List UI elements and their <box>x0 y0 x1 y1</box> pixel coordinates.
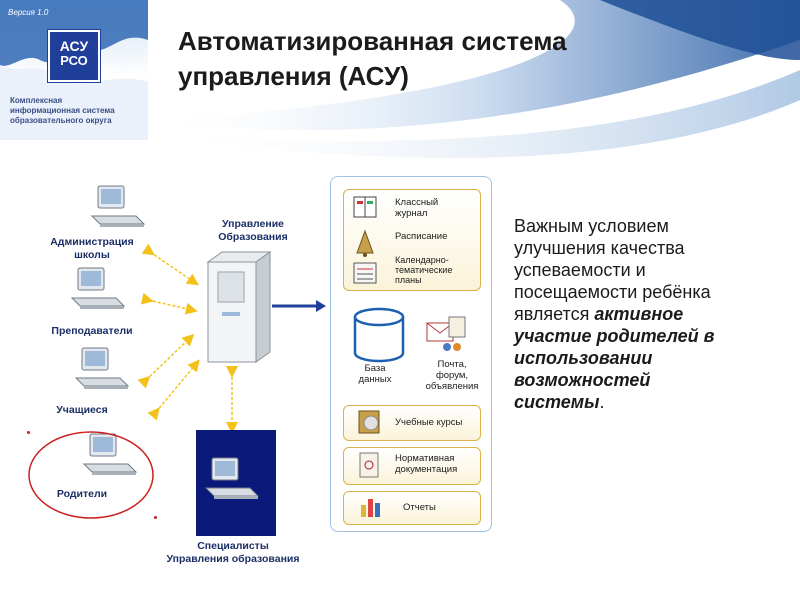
text-line: системы. <box>514 392 605 412</box>
journal-icon <box>353 196 377 218</box>
label-line: Специалисты <box>197 540 269 552</box>
text-line-emph: использовании <box>514 348 653 368</box>
bar-chart-icon <box>361 499 380 517</box>
label-line: Преподаватели <box>51 325 133 337</box>
label-line: Образования <box>218 231 288 243</box>
logo: Версия 1.0 АСУ РСО Комплексная информаци… <box>0 0 148 140</box>
text-line: посещаемости ребёнка <box>514 282 711 302</box>
reports-label: Отчеты <box>403 502 436 513</box>
specialists-label: Специалисты Управления образования <box>156 540 310 566</box>
text-line: улучшения качества <box>514 238 685 258</box>
red-dot <box>27 431 30 434</box>
red-dot <box>154 516 157 519</box>
logo-line1: АСУ <box>59 38 89 54</box>
bell-icon <box>356 229 374 257</box>
database-label: База данных <box>358 363 392 385</box>
mail-label: Почта, форум, объявления <box>425 359 479 392</box>
plans-label: Календарно- тематические планы <box>395 255 453 285</box>
label-line: Родители <box>56 488 108 500</box>
label-line: Учащиеся <box>56 404 108 416</box>
server-arrow-head <box>316 300 326 312</box>
mail-forum-icon <box>426 316 466 351</box>
logo-caption: Комплексная информационная система образ… <box>10 96 146 126</box>
logo-line2: РСО <box>60 52 88 68</box>
logo-mark: АСУ РСО <box>47 29 101 83</box>
database-icon <box>353 307 405 363</box>
logo-caption-line: Комплексная <box>10 96 63 105</box>
label-line: Администрация <box>50 236 134 248</box>
node-parents-label: Родители <box>40 488 124 501</box>
server-label: Управление Образования <box>198 218 308 244</box>
students-computer-icon <box>75 347 129 390</box>
teachers-computer-icon <box>71 267 125 310</box>
logo-version: Версия 1.0 <box>8 8 49 17</box>
label-line: Управления образования <box>166 553 300 565</box>
text-line-emph: участие родителей в <box>514 326 715 346</box>
text-line: Важным условием <box>514 216 669 236</box>
text-line: является активное <box>514 304 684 324</box>
title-line: управления (АСУ) <box>178 61 409 91</box>
normative-docs-label: Нормативная документация <box>395 453 458 475</box>
header-swoosh <box>150 0 800 158</box>
title-line: Автоматизированная система <box>178 26 567 56</box>
specialists-panel <box>196 430 276 536</box>
text-line-emph: возможностей <box>514 370 651 390</box>
node-teachers-label: Преподаватели <box>40 325 144 338</box>
page-title: Автоматизированная система управления (А… <box>178 24 738 94</box>
courses-label: Учебные курсы <box>395 417 463 428</box>
schedule-label: Расписание <box>395 231 448 242</box>
key-statement: Важным условием улучшения качества успев… <box>514 215 784 413</box>
top-icons <box>353 196 377 284</box>
services-panel: Классный журнал Расписание Календарно- т… <box>330 176 492 532</box>
label-line: Управление <box>221 218 285 230</box>
label-line: школы <box>74 249 110 261</box>
journal-label: Классный журнал <box>395 197 439 219</box>
logo-caption-line: образовательного округа <box>10 116 112 125</box>
document-icon <box>359 452 379 478</box>
logo-caption-line: информационная система <box>10 106 115 115</box>
node-students-label: Учащиеся <box>40 404 124 417</box>
server-icon <box>206 251 272 363</box>
text-line: успеваемости и <box>514 260 646 280</box>
node-admin-label: Администрация школы <box>40 236 144 262</box>
disc-icon <box>358 410 380 434</box>
admin-computer-icon <box>91 185 145 228</box>
planner-icon <box>353 262 377 284</box>
parents-highlight <box>28 431 154 519</box>
